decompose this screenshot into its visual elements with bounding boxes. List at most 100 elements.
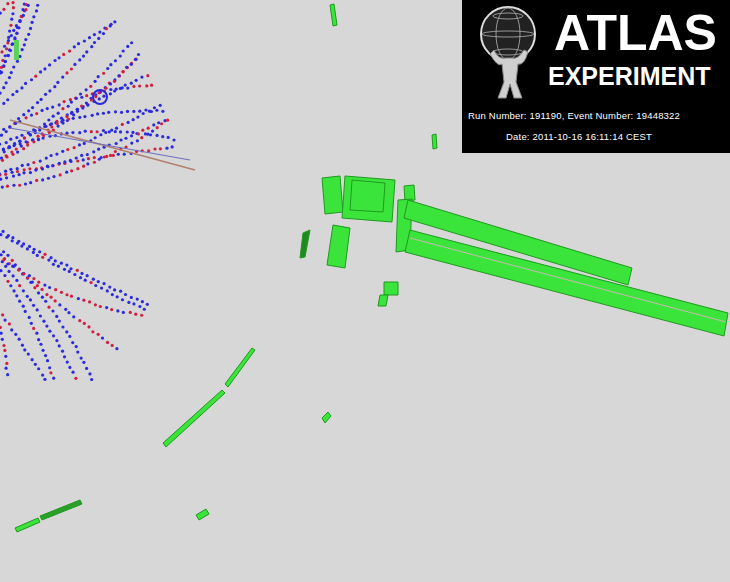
hit (32, 304, 35, 307)
hit (32, 161, 35, 164)
hit (60, 262, 63, 265)
hit (132, 118, 135, 121)
hit (98, 97, 101, 100)
hit (15, 279, 18, 282)
hit (78, 319, 81, 322)
jet-line (10, 120, 195, 170)
hit (124, 293, 127, 296)
hit (89, 281, 92, 284)
hit (11, 274, 14, 277)
cell (300, 230, 310, 258)
hit (5, 141, 8, 144)
hit (94, 284, 97, 287)
hit (79, 92, 82, 95)
logo-text: EXPERIMENT (548, 62, 711, 91)
hit (4, 367, 7, 370)
hit (159, 104, 162, 107)
hit (18, 140, 21, 143)
hit (11, 12, 14, 15)
hit (22, 272, 25, 275)
hit (41, 178, 44, 181)
hit (104, 87, 107, 90)
hit (140, 314, 143, 317)
hit (30, 21, 33, 24)
hit (15, 294, 18, 297)
hit (54, 299, 57, 302)
hit (102, 95, 105, 98)
hit (135, 58, 138, 61)
hit (84, 279, 87, 282)
hit (40, 288, 43, 291)
hit (103, 155, 106, 158)
hit (11, 1, 14, 4)
hit (4, 54, 7, 57)
hit (30, 78, 33, 81)
hit (137, 132, 140, 135)
hit (22, 113, 25, 116)
hit (53, 85, 56, 88)
hit (6, 98, 9, 101)
hit (12, 65, 15, 68)
hit (0, 91, 2, 94)
hit (83, 39, 86, 42)
hit (1, 338, 4, 341)
hit (52, 175, 55, 178)
hit (28, 274, 31, 277)
hit (60, 291, 63, 294)
hit (0, 50, 3, 53)
hit (166, 119, 169, 122)
hit (146, 74, 149, 77)
hit (61, 107, 64, 110)
hit (88, 300, 91, 303)
hit (2, 258, 5, 261)
hit (36, 4, 39, 7)
hit (67, 105, 70, 108)
hit (87, 325, 90, 328)
hit (61, 121, 64, 124)
hit (2, 64, 5, 67)
hit (122, 49, 125, 52)
hit (93, 33, 96, 36)
hit (48, 366, 51, 369)
hit (152, 123, 155, 126)
hit (61, 75, 64, 78)
hit (116, 295, 119, 298)
hit (2, 102, 5, 105)
cell (225, 348, 255, 387)
hit (41, 136, 44, 139)
hit (130, 141, 133, 144)
hit (92, 278, 95, 281)
hit (16, 170, 19, 173)
hit (91, 330, 94, 333)
hit (31, 358, 34, 361)
hit (77, 42, 80, 45)
hit (138, 305, 141, 308)
hit (24, 116, 27, 119)
hit (7, 39, 10, 42)
hit (8, 29, 11, 32)
hit (65, 293, 68, 296)
hit (97, 280, 100, 283)
hit (90, 130, 93, 133)
hit (114, 150, 117, 153)
hit (38, 250, 41, 253)
hit (51, 164, 54, 167)
hit (24, 310, 27, 313)
hit (109, 88, 112, 91)
hit (117, 74, 120, 77)
hit (33, 286, 36, 289)
hit (111, 293, 114, 296)
cell (342, 176, 395, 222)
hit (78, 131, 81, 134)
hit (62, 53, 65, 56)
hit (29, 181, 32, 184)
hit (37, 137, 40, 140)
hit (69, 159, 72, 162)
hit (30, 114, 33, 117)
hit (101, 336, 104, 339)
hit (75, 345, 78, 348)
hit (135, 79, 138, 82)
hit (22, 171, 25, 174)
hit (94, 136, 97, 139)
hit (100, 286, 103, 289)
